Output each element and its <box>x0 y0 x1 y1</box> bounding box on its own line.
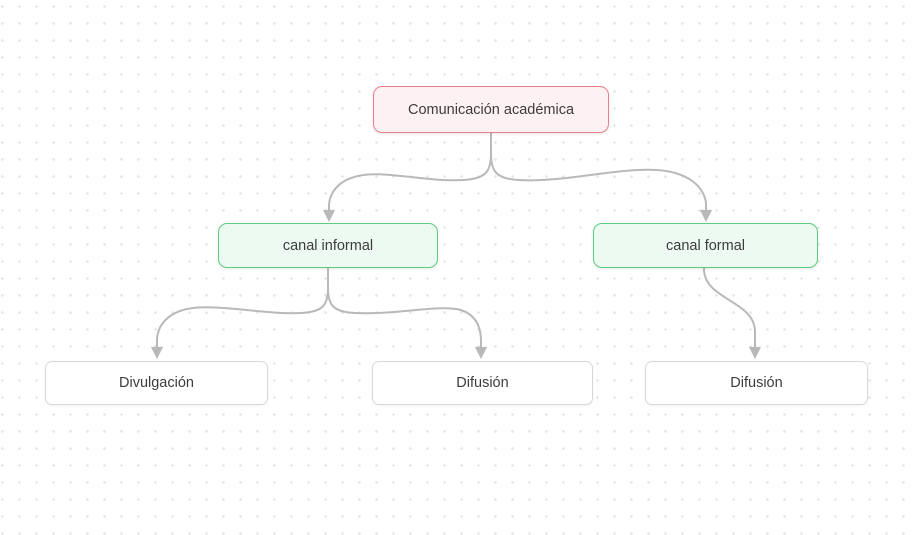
node-divulgacion[interactable]: Divulgación <box>45 361 268 405</box>
node-label: canal formal <box>666 237 745 254</box>
node-label: canal informal <box>282 237 374 254</box>
node-canal-formal[interactable]: canal formal <box>593 223 818 268</box>
edge-informal-divulgacion <box>150 267 329 360</box>
node-label: Difusión <box>456 375 509 391</box>
edge-formal-difusion <box>702 267 762 360</box>
node-difusion-formal[interactable]: Difusión <box>645 361 868 405</box>
edge-root-formal <box>490 132 713 223</box>
edge-informal-difusion <box>327 267 488 360</box>
node-label: Divulgación <box>119 375 194 391</box>
node-label: Difusión <box>730 375 783 391</box>
node-comunicacion-academica[interactable]: Comunicación académica <box>373 86 609 133</box>
node-canal-informal[interactable]: canal informal <box>218 223 438 268</box>
edge-root-informal <box>322 132 492 223</box>
node-difusion-informal[interactable]: Difusión <box>372 361 593 405</box>
node-label: Comunicación académica <box>407 101 575 118</box>
